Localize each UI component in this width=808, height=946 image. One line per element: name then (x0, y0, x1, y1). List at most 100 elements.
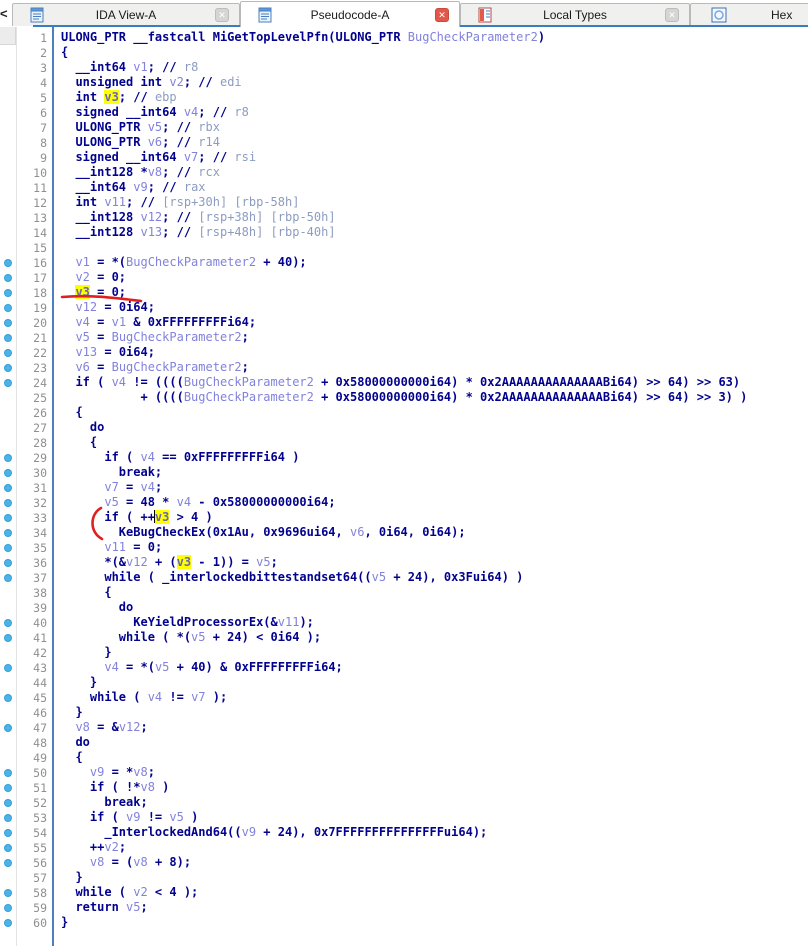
code-line[interactable]: 14 __int128 v13; // [rsp+48h] [rbp-40h] (0, 225, 808, 240)
code-line[interactable]: 32 v5 = 48 * v4 - 0x58000000000i64; (0, 495, 808, 510)
line-marker-dot[interactable] (0, 558, 16, 567)
line-marker-dot[interactable] (0, 378, 16, 387)
tab-ida-view-a[interactable]: IDA View-A ✕ (12, 3, 240, 26)
line-marker-dot[interactable] (0, 783, 16, 792)
code-line[interactable]: 19 v12 = 0i64; (0, 300, 808, 315)
line-marker-dot[interactable] (0, 498, 16, 507)
code-line[interactable]: 50 v9 = *v8; (0, 765, 808, 780)
code-line[interactable]: 21 v5 = BugCheckParameter2; (0, 330, 808, 345)
tab-pseudocode-a[interactable]: Pseudocode-A ✕ (240, 1, 460, 27)
code-line[interactable]: 23 v6 = BugCheckParameter2; (0, 360, 808, 375)
line-marker-dot[interactable] (0, 828, 16, 837)
line-marker-dot[interactable] (0, 288, 16, 297)
line-marker-dot[interactable] (0, 303, 16, 312)
code-line[interactable]: 29 if ( v4 == 0xFFFFFFFFFi64 ) (0, 450, 808, 465)
line-marker-dot[interactable] (0, 768, 16, 777)
code-line[interactable]: 48 do (0, 735, 808, 750)
code-line[interactable]: 59 return v5; (0, 900, 808, 915)
code-line[interactable]: 52 break; (0, 795, 808, 810)
code-line[interactable]: 25 + ((((BugCheckParameter2 + 0x58000000… (0, 390, 808, 405)
code-line[interactable]: 16 v1 = *(BugCheckParameter2 + 40); (0, 255, 808, 270)
code-line[interactable]: 36 *(&v12 + (v3 - 1)) = v5; (0, 555, 808, 570)
line-marker-dot[interactable] (0, 798, 16, 807)
code-line[interactable]: 22 v13 = 0i64; (0, 345, 808, 360)
tab-hex-view[interactable]: Hex (690, 3, 808, 26)
line-marker-dot[interactable] (0, 723, 16, 732)
code-line[interactable]: 5 int v3; // ebp (0, 90, 808, 105)
line-marker-dot[interactable] (0, 483, 16, 492)
line-marker-dot[interactable] (0, 453, 16, 462)
line-marker-dot[interactable] (0, 258, 16, 267)
code-line[interactable]: 39 do (0, 600, 808, 615)
code-line[interactable]: 13 __int128 v12; // [rsp+38h] [rbp-50h] (0, 210, 808, 225)
code-line[interactable]: 18 v3 = 0; (0, 285, 808, 300)
line-marker-dot[interactable] (0, 318, 16, 327)
code-line[interactable]: 17 v2 = 0; (0, 270, 808, 285)
code-line[interactable]: 58 while ( v2 < 4 ); (0, 885, 808, 900)
code-line[interactable]: 47 v8 = &v12; (0, 720, 808, 735)
line-marker-dot[interactable] (0, 858, 16, 867)
line-marker-dot[interactable] (0, 918, 16, 927)
line-marker-dot[interactable] (0, 618, 16, 627)
line-marker-dot[interactable] (0, 513, 16, 522)
code-line[interactable]: 30 break; (0, 465, 808, 480)
code-line[interactable]: 57 } (0, 870, 808, 885)
tab-scroll-left-button[interactable]: < (0, 6, 8, 21)
code-line[interactable]: 9 signed __int64 v7; // rsi (0, 150, 808, 165)
line-marker-dot[interactable] (0, 888, 16, 897)
code-line[interactable]: 6 signed __int64 v4; // r8 (0, 105, 808, 120)
code-line[interactable]: 37 while ( _interlockedbittestandset64((… (0, 570, 808, 585)
code-line[interactable]: 31 v7 = v4; (0, 480, 808, 495)
tab-close-button[interactable]: ✕ (215, 8, 229, 22)
code-line[interactable]: 27 do (0, 420, 808, 435)
code-line[interactable]: 38 { (0, 585, 808, 600)
code-line[interactable]: 54 _InterlockedAnd64((v9 + 24), 0x7FFFFF… (0, 825, 808, 840)
code-line[interactable]: 33 if ( ++v3 > 4 ) (0, 510, 808, 525)
code-line[interactable]: 3 __int64 v1; // r8 (0, 60, 808, 75)
tab-close-button[interactable]: ✕ (665, 8, 679, 22)
code-line[interactable]: 4 unsigned int v2; // edi (0, 75, 808, 90)
code-line[interactable]: 41 while ( *(v5 + 24) < 0i64 ); (0, 630, 808, 645)
code-line[interactable]: 46 } (0, 705, 808, 720)
code-line[interactable]: 43 v4 = *(v5 + 40) & 0xFFFFFFFFFi64; (0, 660, 808, 675)
code-line[interactable]: 28 { (0, 435, 808, 450)
line-marker-dot[interactable] (0, 333, 16, 342)
line-marker-dot[interactable] (0, 363, 16, 372)
code-line[interactable]: 15 (0, 240, 808, 255)
code-line[interactable]: 44 } (0, 675, 808, 690)
line-marker-dot[interactable] (0, 468, 16, 477)
code-line[interactable]: 11 __int64 v9; // rax (0, 180, 808, 195)
code-line[interactable]: 60} (0, 915, 808, 930)
code-line[interactable]: 55 ++v2; (0, 840, 808, 855)
line-marker-dot[interactable] (0, 273, 16, 282)
line-marker-dot[interactable] (0, 813, 16, 822)
code-line[interactable]: 7 ULONG_PTR v5; // rbx (0, 120, 808, 135)
line-marker-dot[interactable] (0, 903, 16, 912)
code-line[interactable]: 26 { (0, 405, 808, 420)
code-line[interactable]: 24 if ( v4 != ((((BugCheckParameter2 + 0… (0, 375, 808, 390)
line-marker-dot[interactable] (0, 843, 16, 852)
code-line[interactable]: 51 if ( !*v8 ) (0, 780, 808, 795)
line-marker-dot[interactable] (0, 528, 16, 537)
code-line[interactable]: 49 { (0, 750, 808, 765)
code-line[interactable]: 56 v8 = (v8 + 8); (0, 855, 808, 870)
code-line[interactable]: 10 __int128 *v8; // rcx (0, 165, 808, 180)
code-line[interactable]: 40 KeYieldProcessorEx(&v11); (0, 615, 808, 630)
tab-close-button[interactable]: ✕ (435, 8, 449, 22)
line-marker-dot[interactable] (0, 573, 16, 582)
line-marker-dot[interactable] (0, 693, 16, 702)
line-marker-dot[interactable] (0, 348, 16, 357)
code-line[interactable]: 53 if ( v9 != v5 ) (0, 810, 808, 825)
line-marker-dot[interactable] (0, 543, 16, 552)
line-marker-dot[interactable] (0, 663, 16, 672)
code-line[interactable]: 34 KeBugCheckEx(0x1Au, 0x9696ui64, v6, 0… (0, 525, 808, 540)
code-line[interactable]: 12 int v11; // [rsp+30h] [rbp-58h] (0, 195, 808, 210)
code-line[interactable]: 35 v11 = 0; (0, 540, 808, 555)
line-marker-dot[interactable] (0, 633, 16, 642)
code-line[interactable]: 45 while ( v4 != v7 ); (0, 690, 808, 705)
tab-local-types[interactable]: Local Types ✕ (460, 3, 690, 26)
code-line[interactable]: 8 ULONG_PTR v6; // r14 (0, 135, 808, 150)
